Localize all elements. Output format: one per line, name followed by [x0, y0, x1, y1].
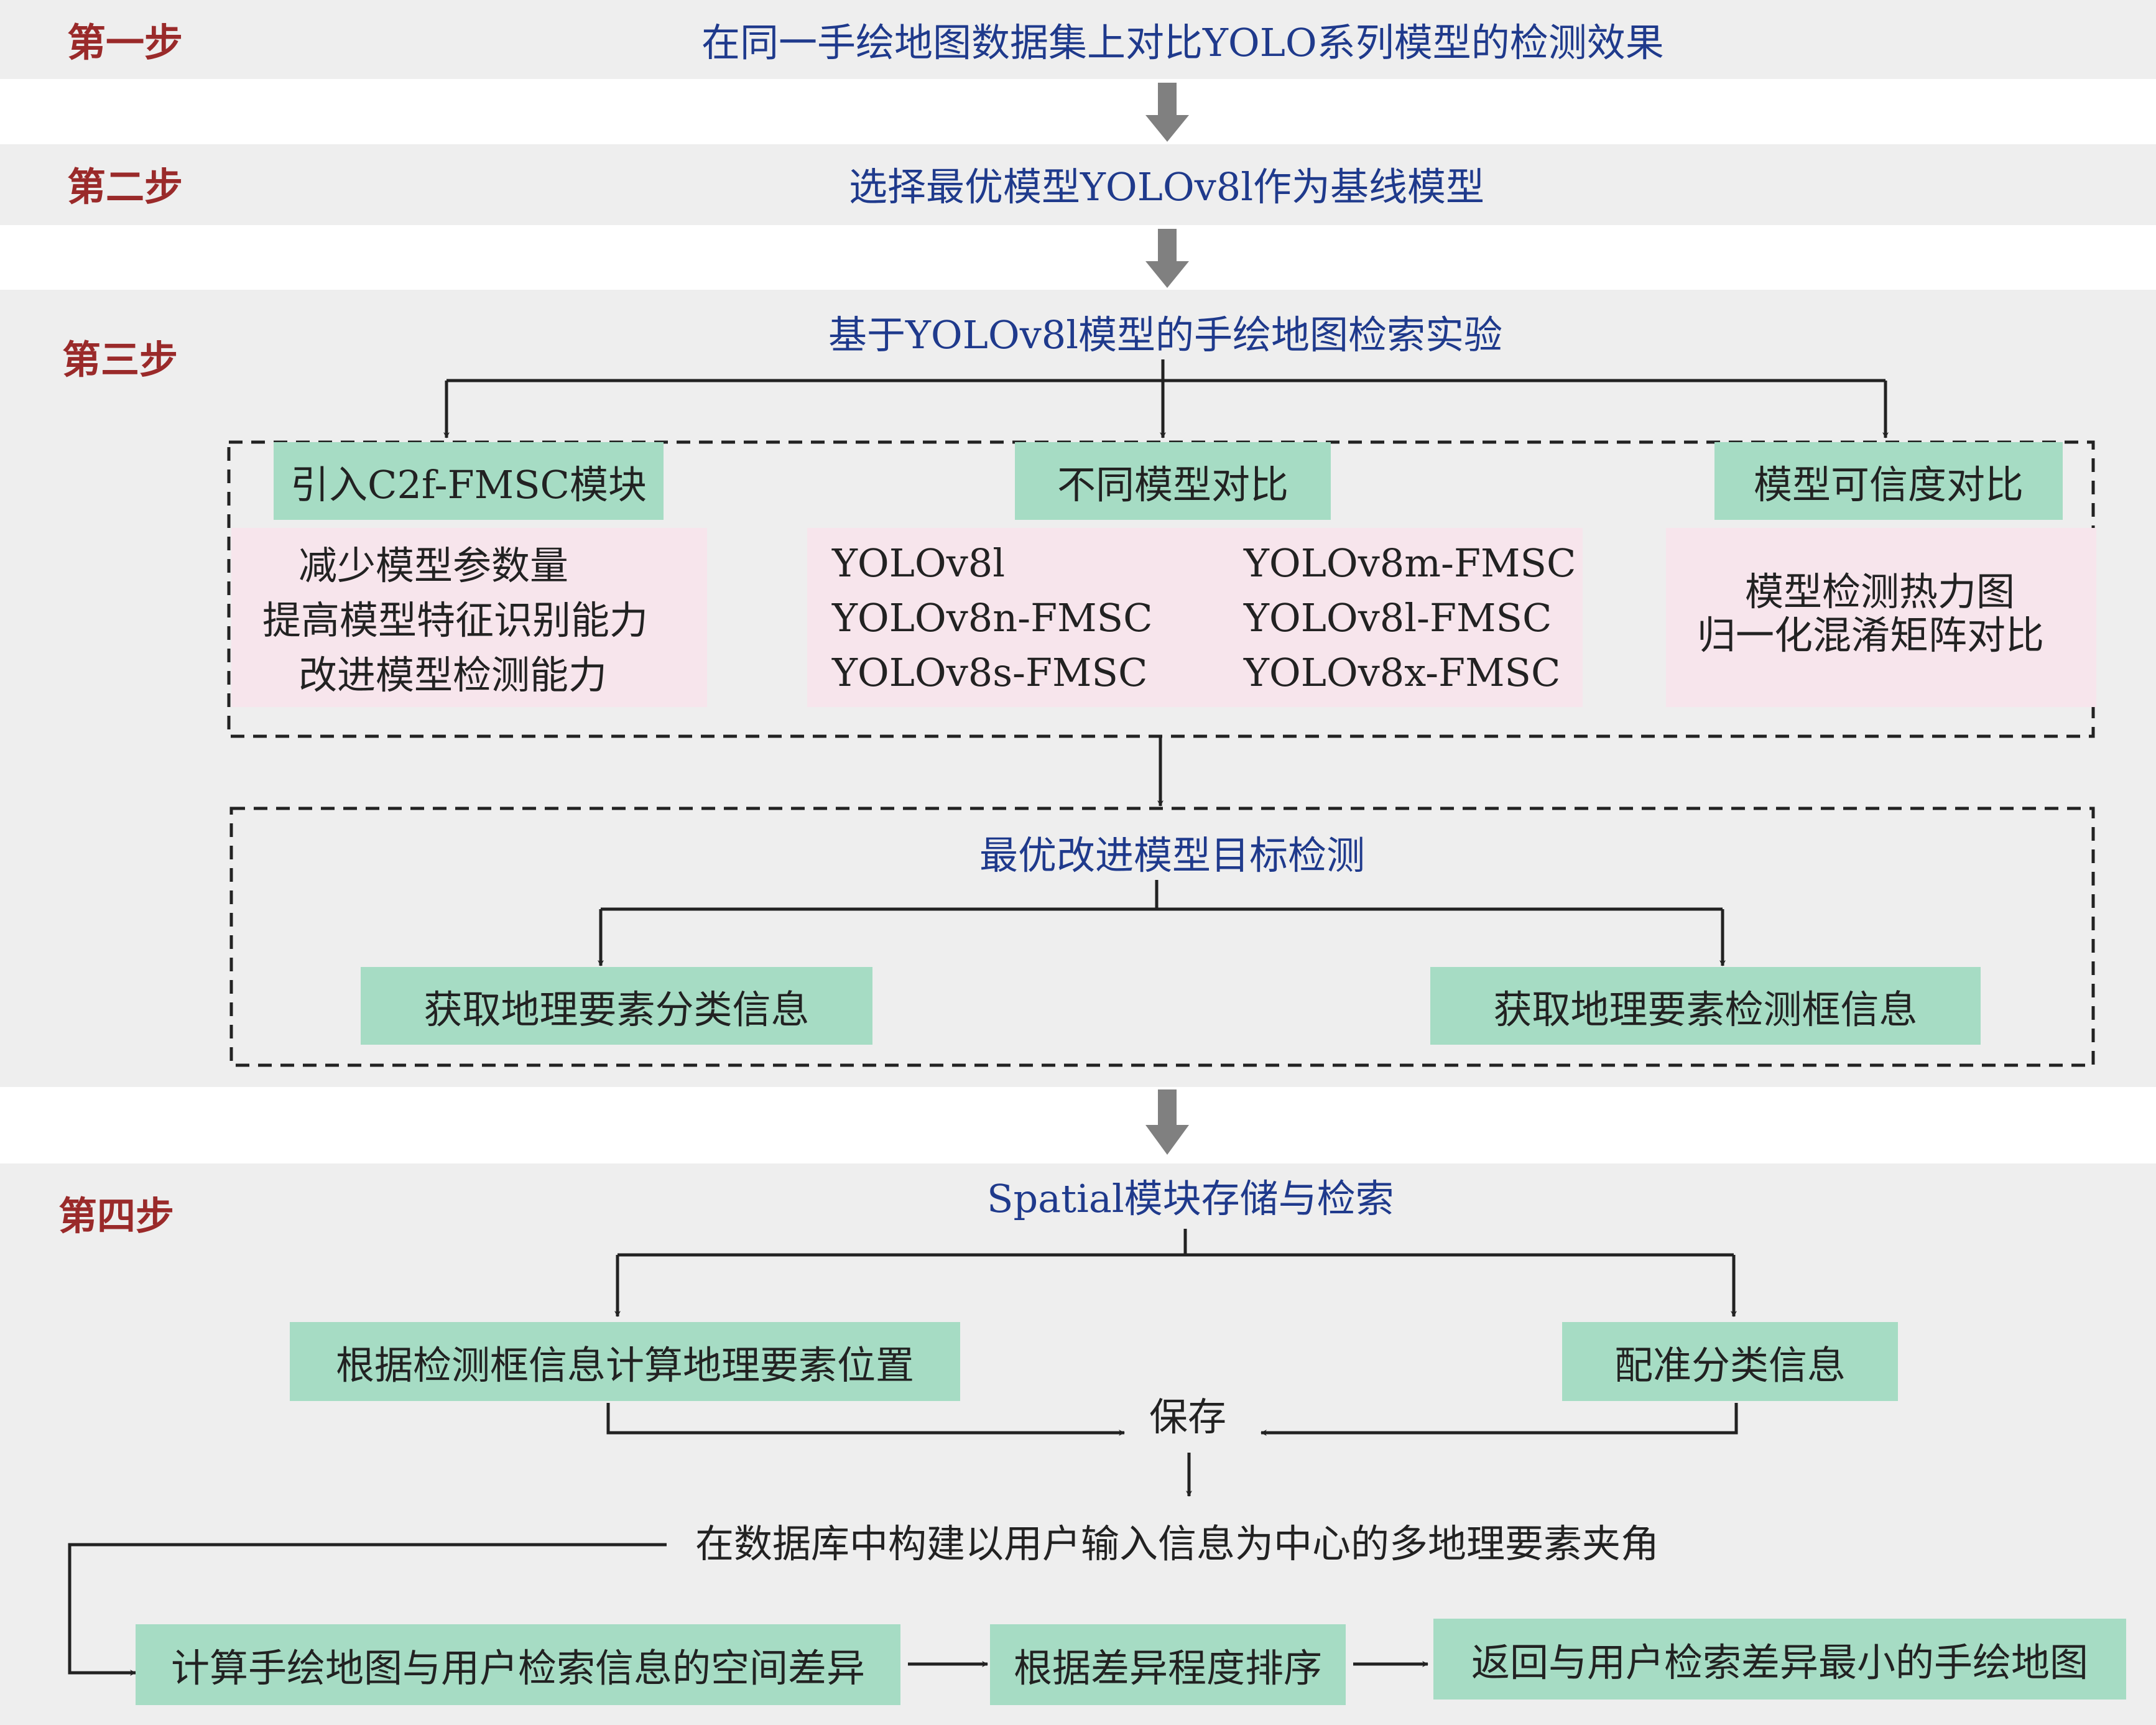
detect-bbox-box: 获取地理要素检测框信息	[1430, 967, 1981, 1045]
step2-band	[0, 144, 2156, 225]
model-yolov8s-fmsc: YOLOv8s-FMSC	[832, 650, 1148, 695]
step3-title: 基于YOLOv8l模型的手绘地图检索实验	[828, 312, 1503, 358]
branch2-header: 不同模型对比	[1015, 442, 1331, 520]
step3-to-step4-arrow	[1145, 1089, 1189, 1155]
branch2-card: YOLOv8l YOLOv8n-FMSC YOLOv8s-FMSC YOLOv8…	[807, 528, 1583, 707]
build-label: 在数据库中构建以用户输入信息为中心的多地理要素夹角	[695, 1521, 1660, 1566]
result-box: 返回与用户检索差异最小的手绘地图	[1433, 1619, 2126, 1700]
step2-to-step3-arrow	[1145, 229, 1189, 288]
step1-title: 在同一手绘地图数据集上对比YOLO系列模型的检测效果	[701, 20, 1664, 65]
step3-label: 第三步	[62, 337, 178, 382]
branch1-line-1: 减少模型参数量	[298, 543, 569, 588]
branch1-line-3: 改进模型检测能力	[298, 652, 608, 698]
step1-band	[0, 0, 2156, 79]
branch3-line-2: 归一化混淆矩阵对比	[1697, 613, 2045, 658]
step1-label: 第一步	[67, 20, 183, 65]
location-box: 根据检测框信息计算地理要素位置	[290, 1322, 960, 1401]
step4-label: 第四步	[58, 1193, 175, 1239]
detect-dashed-box	[229, 807, 2095, 1067]
model-yolov8m-fmsc: YOLOv8m-FMSC	[1244, 540, 1576, 586]
branch3-card: 模型检测热力图 归一化混淆矩阵对比	[1666, 528, 2096, 707]
branch3-line-1: 模型检测热力图	[1745, 569, 2015, 614]
branch1-header: 引入C2f-FMSC模块	[274, 442, 664, 520]
step1-to-step2-arrow	[1145, 83, 1189, 142]
model-yolov8l: YOLOv8l	[832, 540, 1006, 586]
save-label: 保存	[1149, 1394, 1227, 1440]
branch1-line-2: 提高模型特征识别能力	[262, 598, 649, 643]
step4-title: Spatial模块存储与检索	[987, 1176, 1394, 1221]
step2-label: 第二步	[67, 164, 183, 210]
branch1-card: 减少模型参数量 提高模型特征识别能力 改进模型检测能力	[231, 528, 707, 707]
sort-box: 根据差异程度排序	[990, 1624, 1346, 1705]
model-yolov8x-fmsc: YOLOv8x-FMSC	[1244, 650, 1561, 695]
step2-title: 选择最优模型YOLOv8l作为基线模型	[849, 164, 1485, 210]
detect-classification-box: 获取地理要素分类信息	[361, 967, 872, 1045]
spatial-diff-box: 计算手绘地图与用户检索信息的空间差异	[136, 1624, 900, 1705]
model-yolov8n-fmsc: YOLOv8n-FMSC	[832, 595, 1153, 641]
detect-title: 最优改进模型目标检测	[979, 833, 1366, 878]
registration-box: 配准分类信息	[1562, 1322, 1898, 1401]
branch3-header: 模型可信度对比	[1714, 442, 2063, 520]
model-yolov8l-fmsc: YOLOv8l-FMSC	[1244, 595, 1552, 641]
